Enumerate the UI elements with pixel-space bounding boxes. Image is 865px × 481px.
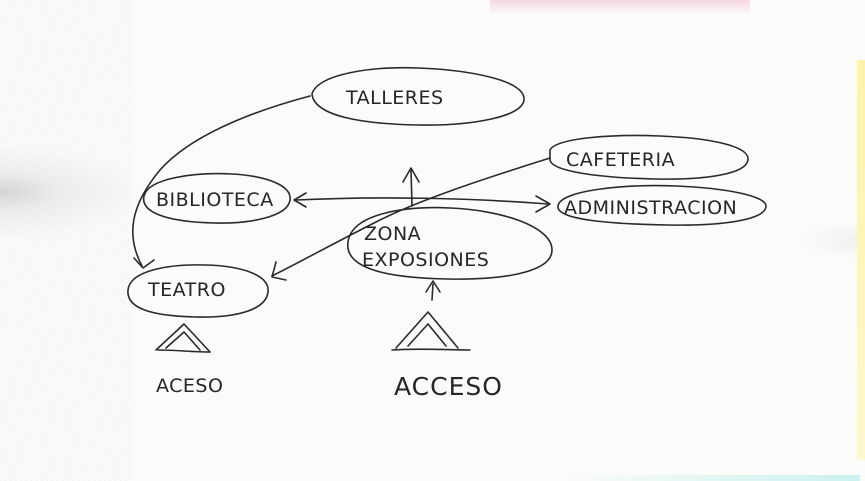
node-talleres-label: TALLERES <box>345 87 444 109</box>
node-biblioteca-label: BIBLIOTECA <box>156 189 274 211</box>
node-teatro-label: TEATRO <box>147 279 226 301</box>
node-talleres: TALLERES <box>311 66 525 126</box>
connector-access-zona <box>425 280 441 301</box>
top-color-tint <box>490 0 750 14</box>
connector-biblioteca-administracion <box>293 192 551 213</box>
access-left: ACESO <box>155 323 223 397</box>
node-zona-label: ZONA <box>364 223 421 245</box>
right-highlight-edge <box>857 60 865 460</box>
node-zona-exposiones: ZONA EXPOSIONES <box>347 206 553 280</box>
access-left-label: ACESO <box>156 375 223 397</box>
node-administracion: ADMINISTRACION <box>557 184 767 226</box>
node-biblioteca: BIBLIOTECA <box>143 172 291 224</box>
node-cafeteria: CAFETERIA <box>549 134 749 180</box>
connector-cafeteria-teatro <box>271 157 551 281</box>
node-exposiones-label: EXPOSIONES <box>362 249 489 271</box>
node-cafeteria-label: CAFETERIA <box>566 149 675 171</box>
connector-center-up <box>402 167 420 207</box>
node-teatro: TEATRO <box>127 264 269 318</box>
pencil-shading <box>0 0 130 481</box>
node-administracion-label: ADMINISTRACION <box>564 197 737 219</box>
connector-talleres-teatro <box>131 95 311 269</box>
access-center: ACCESO <box>391 311 503 401</box>
bottom-color-tint <box>560 475 860 481</box>
access-center-label: ACCESO <box>394 372 503 401</box>
